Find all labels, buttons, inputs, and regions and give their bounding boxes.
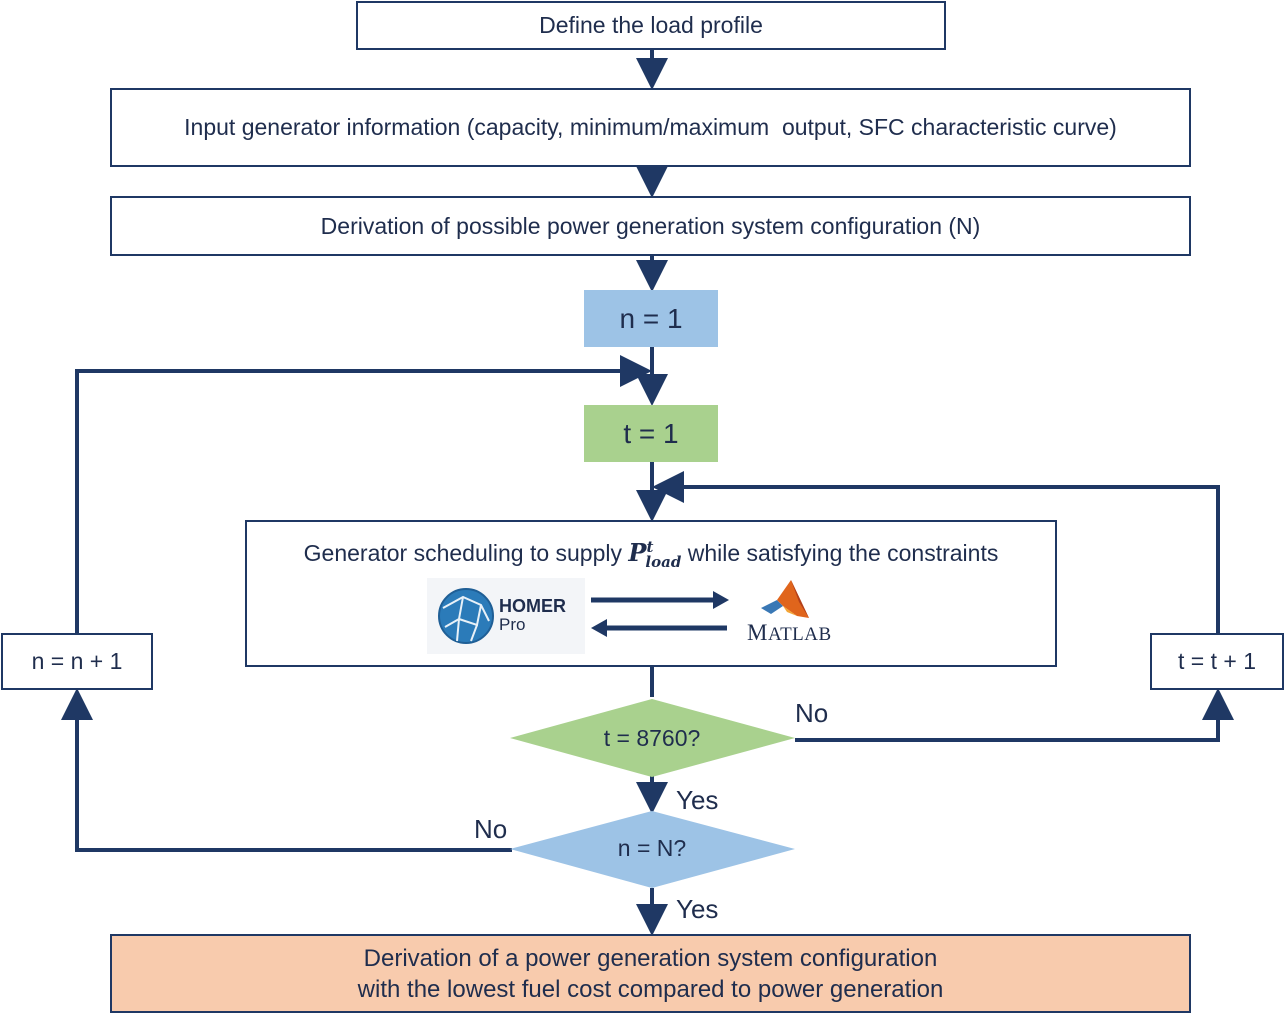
- input-generator-text: Input generator information (capacity, m…: [184, 114, 1117, 140]
- load-power-symbol: Ptload: [628, 538, 681, 571]
- time-check-diamond: [510, 699, 795, 777]
- homer-pro-logo-icon: HOMER Pro: [427, 578, 585, 654]
- matlab-logo-first: M: [747, 620, 768, 645]
- define-load-profile-text: Define the load profile: [539, 12, 763, 38]
- input-generator-box: Input generator information (capacity, m…: [110, 88, 1191, 167]
- config-check-text: n = N?: [617, 834, 687, 861]
- arrow-increment-t-loop: [652, 471, 1220, 634]
- arrow-increment-n-loop: [75, 355, 652, 634]
- load-power-superscript: t: [646, 538, 654, 556]
- increment-t-box: t = t + 1: [1150, 633, 1284, 690]
- init-t-box: t = 1: [584, 405, 718, 462]
- homer-logo-sub: Pro: [499, 615, 526, 634]
- homer-globe-icon: [438, 588, 494, 644]
- generator-scheduling-box: Generator scheduling to supply Ptload wh…: [245, 520, 1057, 667]
- derive-configurations-box: Derivation of possible power generation …: [110, 196, 1191, 256]
- init-t-text: t = 1: [623, 417, 679, 449]
- load-power-letter: P: [628, 538, 647, 567]
- config-check-label: n = N?: [560, 830, 744, 866]
- homer-logo-name: HOMER: [499, 596, 566, 616]
- derive-configurations-text: Derivation of possible power generation …: [320, 212, 981, 239]
- matlab-logo-icon: [761, 580, 809, 618]
- matlab-logo-text: MATLAB: [747, 620, 832, 646]
- init-n-box: n = 1: [584, 290, 718, 347]
- time-yes-label: Yes: [676, 785, 719, 815]
- increment-n-box: n = n + 1: [1, 633, 153, 690]
- increment-t-text: t = t + 1: [1178, 648, 1256, 674]
- define-load-profile-box: Define the load profile: [356, 1, 946, 50]
- time-check-label: t = 8760?: [560, 720, 744, 756]
- matlab-logo-rest: ATLAB: [767, 624, 832, 645]
- arrow-time-check-no: [795, 688, 1234, 742]
- init-n-text: n = 1: [619, 302, 683, 334]
- time-no-label: No: [795, 698, 829, 728]
- result-box: Derivation of a power generation system …: [110, 934, 1191, 1013]
- load-power-subscript: load: [645, 552, 682, 571]
- increment-n-text: n = n + 1: [31, 648, 123, 674]
- scheduling-text-after: while satisfying the constraints: [681, 540, 999, 566]
- time-check-text: t = 8760?: [603, 724, 701, 751]
- arrow-config-check-no: [61, 688, 512, 852]
- generator-scheduling-title: Generator scheduling to supply Ptload wh…: [247, 538, 1055, 571]
- scheduling-text-before: Generator scheduling to supply: [303, 540, 629, 566]
- config-yes-label: Yes: [676, 894, 719, 924]
- config-check-diamond: [510, 811, 795, 888]
- result-line-1: Derivation of a power generation system …: [363, 944, 938, 972]
- exchange-arrows-icon: [591, 591, 729, 637]
- result-line-2: with the lowest fuel cost compared to po…: [357, 975, 944, 1003]
- config-no-label: No: [474, 814, 508, 844]
